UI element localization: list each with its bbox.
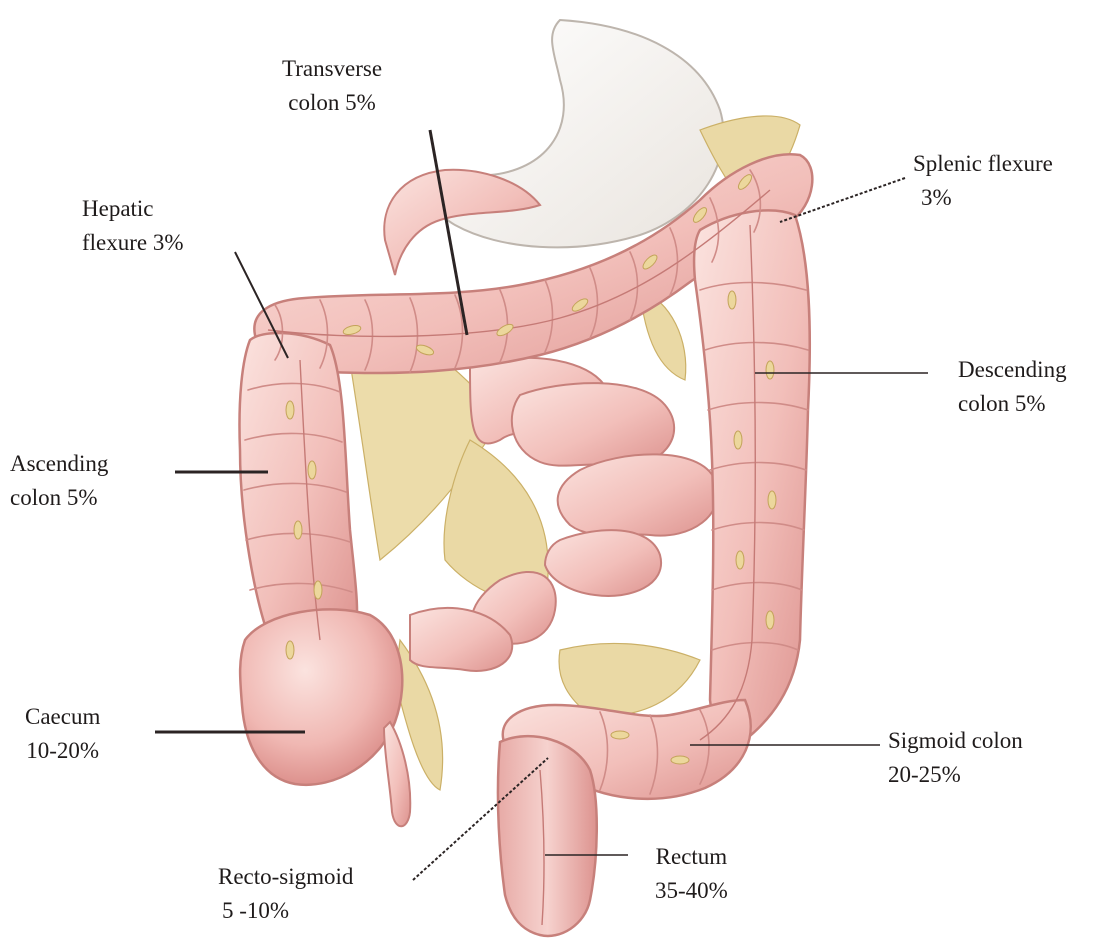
label-descending-colon: Descending colon 5% bbox=[958, 353, 1067, 421]
label-splenic-flexure: Splenic flexure 3% bbox=[913, 147, 1053, 215]
appendix-shape bbox=[384, 722, 410, 826]
label-hepatic-flexure-line2: flexure 3% bbox=[82, 226, 184, 260]
caecum-shape bbox=[240, 609, 402, 784]
label-descending-colon-line2: colon 5% bbox=[958, 387, 1067, 421]
label-splenic-flexure-line2: 3% bbox=[913, 181, 1053, 215]
label-splenic-flexure-line1: Splenic flexure bbox=[913, 147, 1053, 181]
label-hepatic-flexure-line1: Hepatic bbox=[82, 192, 184, 226]
label-ascending-colon: Ascending colon 5% bbox=[10, 447, 108, 515]
label-ascending-colon-line2: colon 5% bbox=[10, 481, 108, 515]
label-recto-sigmoid-line1: Recto-sigmoid bbox=[218, 860, 353, 894]
label-rectum: Rectum 35-40% bbox=[655, 840, 728, 908]
label-descending-colon-line1: Descending bbox=[958, 353, 1067, 387]
label-hepatic-flexure: Hepatic flexure 3% bbox=[82, 192, 184, 260]
label-ascending-colon-line1: Ascending bbox=[10, 447, 108, 481]
label-rectum-line2: 35-40% bbox=[655, 874, 728, 908]
label-transverse-colon-line1: Transverse bbox=[282, 52, 382, 86]
label-rectum-line1: Rectum bbox=[655, 840, 728, 874]
label-transverse-colon: Transverse colon 5% bbox=[282, 52, 382, 120]
label-caecum: Caecum 10-20% bbox=[25, 700, 100, 768]
rectum-shape bbox=[498, 736, 597, 936]
label-recto-sigmoid: Recto-sigmoid 5 -10% bbox=[218, 860, 353, 928]
label-recto-sigmoid-line2: 5 -10% bbox=[218, 894, 353, 928]
label-caecum-line2: 10-20% bbox=[25, 734, 100, 768]
label-sigmoid-colon: Sigmoid colon 20-25% bbox=[888, 724, 1023, 792]
label-transverse-colon-line2: colon 5% bbox=[282, 86, 382, 120]
label-sigmoid-colon-line1: Sigmoid colon bbox=[888, 724, 1023, 758]
label-sigmoid-colon-line2: 20-25% bbox=[888, 758, 1023, 792]
label-caecum-line1: Caecum bbox=[25, 700, 100, 734]
